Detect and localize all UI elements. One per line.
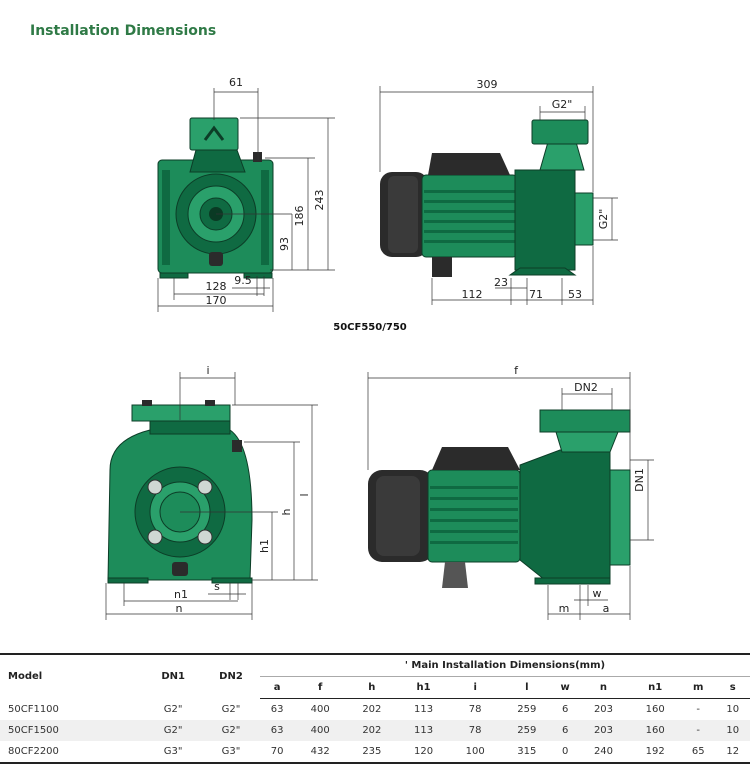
caption-model: 50CF550/750 — [333, 322, 407, 333]
cell-model: 50CF1100 — [8, 703, 59, 715]
cell-s: 12 — [715, 741, 750, 764]
cell-n1: 192 — [629, 741, 681, 764]
bottom-side-view — [368, 409, 631, 588]
dim-i: i — [206, 364, 209, 377]
cell-i: 78 — [449, 720, 501, 741]
dim-h: h — [280, 508, 293, 515]
header-l: l — [501, 676, 553, 699]
header-i: i — [449, 676, 501, 699]
dim-128: 128 — [206, 280, 227, 293]
cell-h: 202 — [362, 704, 382, 715]
header-dn2: DN2 — [202, 653, 260, 699]
cell-f: 400 — [294, 720, 347, 741]
cell-n: 203 — [593, 704, 614, 715]
dim-a: a — [603, 602, 610, 615]
table-row: 80CF2200 G3" G3" 70 432 235 120 100 315 … — [0, 741, 750, 764]
drawings: 61 243 186 93 9.5 128 170 — [105, 76, 654, 620]
top-side-dimensions: 309 G2" G2" 23 112 71 53 — [379, 78, 618, 305]
cell-dn2: G2" — [202, 720, 260, 741]
cell-dn2: G2" — [221, 703, 241, 715]
dim-93: 93 — [278, 237, 291, 251]
cell-f: 400 — [310, 704, 330, 715]
dim-w: w — [593, 587, 602, 600]
cell-w: 0 — [552, 741, 578, 764]
dim-m: m — [559, 602, 570, 615]
dim-n1: n1 — [174, 588, 188, 601]
dim-g2-right: G2" — [597, 209, 610, 230]
cell-a: 70 — [259, 741, 295, 764]
cell-dn1: G2" — [144, 720, 203, 741]
top-front-view — [157, 117, 274, 279]
cell-dn1: G3" — [144, 741, 203, 764]
top-front-dimensions: 61 243 186 93 9.5 128 170 — [157, 76, 335, 312]
header-h: h — [346, 676, 398, 699]
header-dn1: DN1 — [144, 653, 203, 699]
bottom-front-view — [107, 400, 253, 584]
cell-l: 315 — [501, 741, 553, 764]
header-s: s — [715, 676, 750, 699]
dim-l: l — [298, 493, 311, 496]
dim-53: 53 — [568, 288, 582, 301]
cell-n: 240 — [577, 741, 630, 764]
cell-w: 6 — [561, 704, 569, 715]
bottom-side-dimensions: f DN2 DN1 w m a — [367, 364, 654, 620]
cell-model: 50CF1500 — [0, 720, 145, 741]
dim-71: 71 — [529, 288, 543, 301]
table-row: 50CF1500 G2" G2" 63 400 202 113 78 259 6… — [0, 720, 750, 741]
dim-309: 309 — [477, 78, 498, 91]
dim-23: 23 — [494, 276, 508, 289]
header-m: m — [680, 676, 716, 699]
cell-m: - — [696, 704, 700, 715]
cell-n1: 160 — [645, 704, 665, 715]
header-main-dimensions: ' Main Installation Dimensions(mm) — [259, 653, 750, 677]
cell-a: 63 — [259, 720, 295, 741]
dimensions-table: Model DN1 DN2 ' Main Installation Dimens… — [0, 653, 750, 764]
dim-186: 186 — [293, 206, 306, 227]
dim-dn1: DN1 — [633, 468, 646, 492]
dim-dn2: DN2 — [574, 381, 598, 394]
cell-dn2: G3" — [202, 741, 260, 764]
cell-h1: 113 — [413, 704, 434, 715]
dim-g2-top: G2" — [552, 98, 573, 111]
cell-h1: 120 — [397, 741, 450, 764]
dim-n: n — [176, 602, 183, 615]
dim-h1: h1 — [258, 539, 271, 553]
page-title: Installation Dimensions — [30, 23, 217, 39]
cell-model: 80CF2200 — [0, 741, 145, 764]
table-row: 50CF1100 G2" G2" 63 400 202 113 78 259 6… — [0, 699, 750, 721]
bottom-front-dimensions: i l h h1 s n1 n — [105, 364, 318, 620]
header-w: w — [552, 676, 578, 699]
cell-n1: 160 — [629, 720, 681, 741]
header-f: f — [294, 676, 347, 699]
cell-i: 78 — [468, 704, 482, 715]
dim-61: 61 — [229, 76, 243, 89]
cell-h: 235 — [346, 741, 398, 764]
header-model: Model — [0, 653, 145, 699]
cell-s: 10 — [726, 704, 740, 715]
dim-9-5: 9.5 — [234, 274, 252, 287]
cell-dn1: G2" — [163, 703, 183, 715]
dim-f: f — [514, 364, 519, 377]
cell-m: 65 — [680, 741, 716, 764]
dim-112: 112 — [462, 288, 483, 301]
header-h1: h1 — [397, 676, 450, 699]
header-a: a — [259, 676, 295, 699]
cell-n: 203 — [577, 720, 630, 741]
cell-h: 202 — [346, 720, 398, 741]
dim-243: 243 — [313, 190, 326, 211]
cell-s: 10 — [715, 720, 750, 741]
cell-i: 100 — [449, 741, 501, 764]
top-side-view — [380, 119, 594, 277]
cell-m: - — [680, 720, 716, 741]
dim-170: 170 — [206, 294, 227, 307]
cell-l: 259 — [501, 720, 553, 741]
cell-f: 432 — [294, 741, 347, 764]
cell-w: 6 — [552, 720, 578, 741]
cell-l: 259 — [517, 704, 537, 715]
cell-a: 63 — [270, 704, 284, 715]
dim-s: s — [214, 580, 220, 593]
header-n: n — [577, 676, 630, 699]
cell-h1: 113 — [397, 720, 450, 741]
header-n1: n1 — [629, 676, 681, 699]
